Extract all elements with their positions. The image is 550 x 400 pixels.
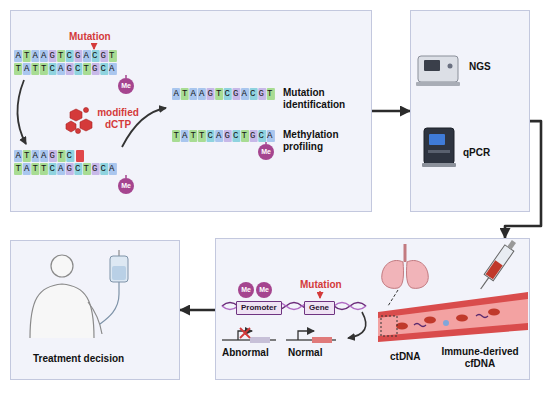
art-part (110, 256, 128, 282)
panel-box: MutationAbnormal Normal ctDNA Immune-derive… (215, 238, 530, 380)
art-part (70, 109, 82, 121)
art-part (378, 292, 528, 342)
panel-label: Treatment decision (33, 353, 124, 365)
panel-label: Normal (288, 347, 322, 359)
flow-arrow (17, 80, 26, 144)
methyl-mark: Me (118, 178, 134, 194)
art-part (488, 309, 500, 316)
dna-tiles (14, 50, 275, 175)
panel-label: Abnormal (222, 347, 269, 359)
art-part (486, 260, 503, 279)
flow-arrow (348, 312, 366, 338)
blood-vessel (378, 292, 528, 342)
art-part (80, 119, 92, 131)
art-part (484, 245, 514, 281)
panel-label: NGS (469, 61, 491, 73)
panel-label: Mutation (300, 279, 342, 291)
art-part (418, 56, 458, 82)
art-part (51, 255, 73, 277)
art-part (481, 278, 489, 289)
panel-label: Methylation profiling (283, 129, 365, 153)
art-part (422, 163, 456, 167)
art-part (84, 108, 89, 113)
art-part (250, 337, 270, 343)
panel-label: Mutation (69, 31, 111, 43)
dna-strand: ATAAGTC (14, 150, 75, 162)
art-part (119, 250, 120, 256)
panel-box: NGS qPCR (410, 10, 530, 212)
qpcr-instrument (422, 128, 456, 167)
art-part (378, 299, 528, 336)
dna-strand: TATTCAGCTGCA (14, 63, 118, 75)
dna-strand: TATTCAGCTGCA (14, 163, 118, 175)
methyl-mark: Me (256, 282, 272, 298)
panel-label: ctDNA (390, 351, 421, 363)
box-label: Promoter (241, 303, 277, 313)
art-part (76, 129, 81, 134)
art-part (424, 60, 440, 71)
art-part (416, 82, 460, 86)
panel-ground (215, 238, 530, 380)
dctp-molecules (66, 108, 92, 134)
art-part (407, 261, 429, 289)
syringe (476, 238, 518, 292)
patient-figure (30, 255, 102, 338)
art-part (404, 244, 407, 262)
art-part (428, 150, 450, 153)
art-part (88, 302, 102, 334)
panel-label: modified dCTP (95, 107, 141, 131)
art-part (396, 323, 408, 330)
art-part (448, 64, 453, 69)
panel-box: Mutation modified dCTP Mutation identifica… (10, 10, 372, 212)
art-part (476, 315, 488, 318)
art-part (240, 328, 250, 338)
art-part (298, 331, 314, 340)
art-part (312, 337, 332, 343)
mutation-arrow (319, 291, 321, 298)
art-part (381, 316, 397, 336)
panel-ground (10, 240, 180, 380)
art-part (414, 324, 426, 327)
dna-strand: TATTCAGCTGCA (172, 130, 276, 142)
art-part (30, 284, 94, 338)
abnormal-expression (222, 328, 276, 343)
methyl-mark: Me (238, 282, 254, 298)
modified-base (76, 150, 84, 162)
panel-ground (410, 10, 530, 212)
art-part (66, 121, 76, 132)
gene-element-box: Promoter (236, 301, 282, 315)
art-part (443, 320, 449, 326)
gene-element-box: Gene (304, 301, 335, 315)
panel-label: Immune-derived cfDNA (438, 346, 522, 370)
art-part (382, 261, 404, 289)
art-part (424, 128, 454, 164)
panel-box: Treatment decision (10, 240, 180, 380)
flow-connector (505, 121, 541, 238)
zoom-line (388, 290, 398, 306)
flow-connector (372, 110, 410, 113)
art-part (507, 240, 516, 249)
panel-label: Mutation identification (283, 87, 365, 111)
art-part (429, 134, 445, 145)
methyl-mark: Me (118, 78, 134, 94)
normal-expression (286, 331, 336, 343)
art-part (112, 266, 126, 280)
art-part (456, 315, 468, 322)
iv-drip (100, 250, 128, 324)
art-part (100, 282, 119, 324)
flow-connector (180, 309, 215, 312)
lungs (382, 244, 429, 288)
art-part (424, 317, 436, 324)
methyl-mark: Me (258, 144, 274, 160)
panel-ground (10, 10, 372, 212)
mutation-arrow (93, 43, 95, 49)
panel-label: qPCR (463, 147, 490, 159)
ngs-instrument (416, 56, 460, 86)
dna-strand: ATAAGTCGACGT (172, 88, 276, 100)
dna-strand: ATAAGTCGACGT (14, 50, 118, 62)
box-label: Gene (309, 303, 330, 313)
